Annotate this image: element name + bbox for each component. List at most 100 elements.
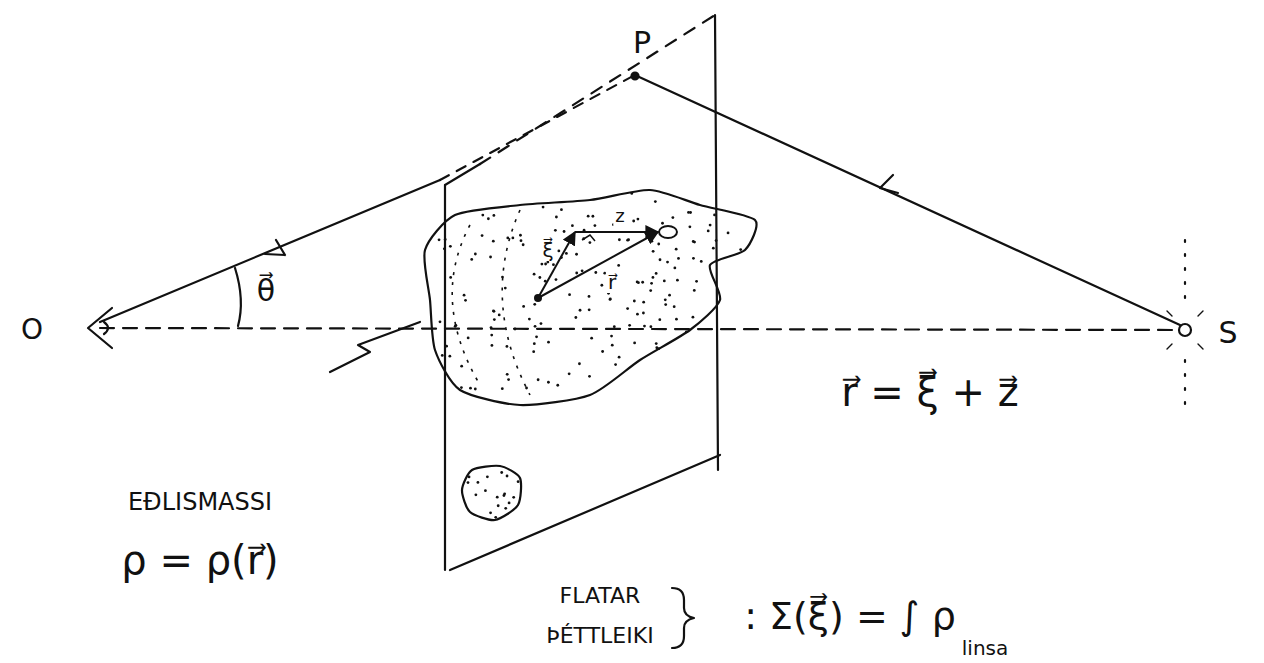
stipple-dot — [533, 273, 536, 276]
stipple-dot — [650, 240, 653, 243]
plane-edge — [480, 15, 715, 164]
stipple-dot — [534, 325, 537, 328]
stipple-dot — [715, 239, 718, 242]
stipple-dot — [677, 257, 680, 260]
stipple-dot — [601, 350, 604, 353]
stipple-dot — [444, 238, 447, 241]
brace — [672, 588, 694, 648]
stipple-dot — [547, 341, 550, 344]
source-star — [1179, 324, 1191, 336]
stipple-dot — [463, 294, 466, 297]
stipple-dot — [438, 238, 441, 241]
stipple-dot — [611, 344, 614, 347]
stipple-dot — [712, 247, 715, 250]
lens-center — [534, 294, 542, 302]
stipple-dot — [675, 318, 678, 321]
stipple-dot — [659, 258, 662, 261]
stipple-dot — [522, 243, 525, 246]
stipple-dot — [610, 335, 613, 338]
stipple-dot — [739, 248, 742, 251]
stipple-dot — [492, 310, 495, 313]
angle-arc — [235, 268, 241, 326]
stipple-dot — [594, 271, 597, 274]
stipple-dot — [522, 305, 525, 308]
density-label: EÐLISMASSI — [128, 489, 272, 515]
stipple-dot — [688, 225, 691, 228]
stipple-dot — [628, 324, 631, 327]
stipple-dot — [517, 480, 520, 483]
surface-density-label: ÞÉTTLEIKI — [546, 624, 653, 648]
stipple-dot — [614, 363, 617, 366]
stipple-dot — [650, 282, 653, 285]
stipple-dot — [501, 276, 504, 279]
stipple-dot — [571, 224, 574, 227]
stipple-dot — [537, 378, 540, 381]
ray-arrowhead — [880, 175, 898, 193]
vector-label: ξ⃗ — [540, 239, 555, 261]
stipple-dot — [474, 493, 477, 496]
stipple-dot — [649, 289, 652, 292]
stipple-dot — [693, 289, 696, 292]
lens-mass — [462, 466, 521, 520]
stipple-dot — [448, 355, 451, 358]
stipple-dot — [512, 496, 515, 499]
stipple-dot — [587, 215, 590, 218]
stipple-dot — [695, 280, 698, 283]
stipple-dot — [655, 272, 658, 275]
stipple-dot — [460, 386, 463, 389]
stipple-dot — [673, 267, 676, 270]
stipple-dot — [493, 310, 496, 313]
stipple-dot — [449, 276, 452, 279]
stipple-dot — [641, 281, 644, 284]
stipple-dot — [490, 326, 493, 329]
stipple-dot — [636, 281, 639, 284]
plane-edge — [450, 455, 720, 570]
stipple-dot — [491, 344, 494, 347]
stipple-dot — [591, 215, 594, 218]
stipple-dot — [642, 301, 645, 304]
stipple-dot — [671, 216, 674, 219]
integral-subscript: linsa — [962, 637, 1008, 659]
stipple-dot — [626, 239, 629, 242]
stipple-dot — [540, 263, 543, 266]
stipple-dot — [544, 263, 547, 266]
stipple-dot — [494, 516, 497, 519]
stipple-dot — [668, 294, 671, 297]
stipple-dot — [664, 298, 667, 301]
stipple-dot — [709, 224, 712, 227]
stipple-dot — [555, 278, 558, 281]
point-label: P — [633, 26, 651, 59]
stipple-dot — [727, 232, 730, 235]
stipple-dot — [707, 230, 710, 233]
stipple-dot — [652, 276, 655, 279]
stipple-dot — [700, 260, 703, 263]
stipple-dot — [568, 372, 571, 375]
pointer-zigzag — [330, 322, 420, 372]
stipple-dot — [692, 257, 695, 260]
stipple-dot — [588, 295, 591, 298]
stipple-dot — [469, 387, 472, 390]
stipple-dot — [504, 507, 507, 510]
stipple-dot — [439, 320, 442, 323]
stipple-dot — [503, 492, 506, 495]
stipple-dot — [666, 261, 669, 264]
stipple-dot — [617, 264, 620, 267]
eye — [104, 322, 108, 334]
stipple-dot — [637, 218, 640, 221]
stipple-dot — [692, 316, 695, 319]
stipple-dot — [556, 384, 559, 387]
stipple-dot — [474, 388, 477, 391]
stipple-dot — [652, 250, 655, 253]
stipple-dot — [636, 313, 639, 316]
angle-label: θ⃗ — [257, 274, 275, 307]
stipple-dot — [533, 342, 536, 345]
source-marker — [1184, 240, 1186, 410]
stipple-dot — [467, 481, 470, 484]
stipple-dot — [498, 314, 501, 317]
stipple-dot — [590, 337, 593, 340]
source-label: S — [1218, 316, 1237, 349]
stipple-dot — [575, 253, 578, 256]
ray-arrowhead — [265, 240, 285, 255]
stipple-dot — [609, 298, 612, 301]
stipple-dot — [663, 279, 666, 282]
